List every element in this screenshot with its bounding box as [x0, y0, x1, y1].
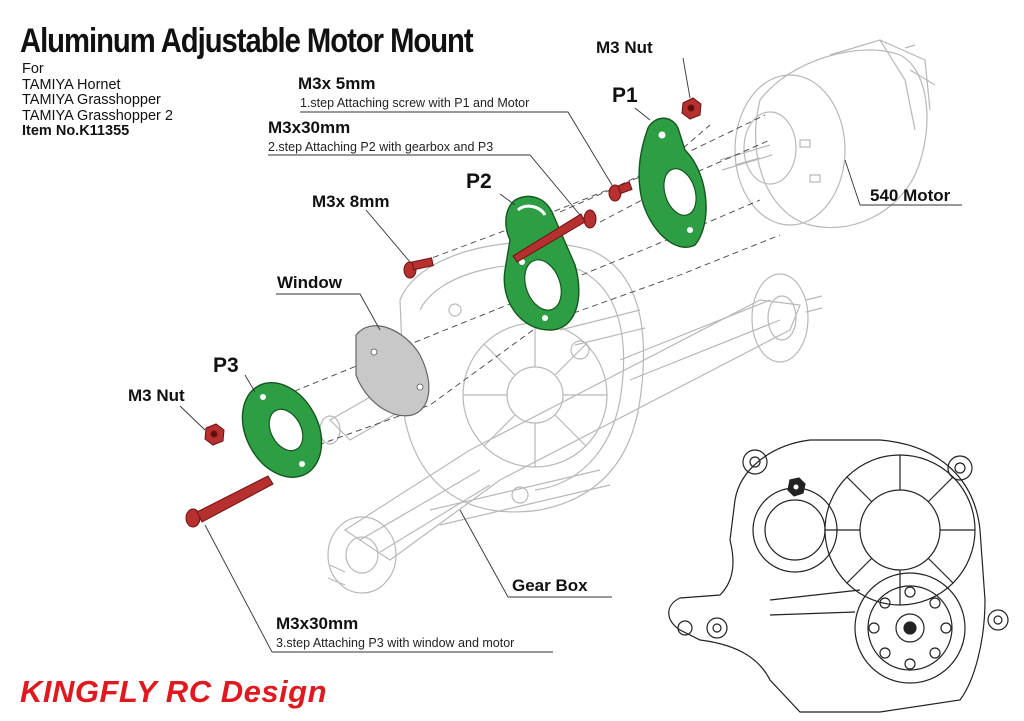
m3x8mm-screw	[403, 257, 434, 279]
m3-nut-top	[681, 97, 702, 120]
hardware-parts	[185, 97, 702, 528]
compatibility-prefix: For	[22, 61, 44, 77]
label-step-2: 2.step Attaching P2 with gearbox and P3	[268, 140, 494, 154]
item-number: Item No.K11355	[22, 123, 130, 139]
label-m3-nut-left: M3 Nut	[128, 386, 185, 405]
m3x30mm-screw-top	[512, 209, 597, 263]
page-title: Aluminum Adjustable Motor Mount	[20, 22, 474, 60]
m3-nut-left	[204, 423, 225, 446]
m3x30mm-screw-bottom	[185, 475, 274, 528]
label-m3-nut-top: M3 Nut	[596, 38, 653, 57]
label-step-1: 1.step Attaching screw with P1 and Motor	[300, 96, 530, 110]
leader-lines	[179, 57, 962, 653]
motor-540-drawing	[719, 39, 936, 229]
brand-logo-text: KINGFLY RC Design	[20, 674, 328, 709]
label-p3: P3	[213, 354, 239, 377]
top-view-inset	[668, 439, 1009, 713]
m3x5mm-screw	[608, 181, 633, 202]
label-gear-box: Gear Box	[512, 576, 588, 595]
p2-plate	[503, 195, 580, 331]
model-grasshopper: TAMIYA Grasshopper	[22, 92, 161, 108]
label-p2: P2	[466, 170, 492, 193]
model-hornet: TAMIYA Hornet	[22, 76, 121, 93]
label-m3x5mm: M3x 5mm	[298, 74, 376, 93]
label-m3x30mm-bottom: M3x30mm	[276, 614, 359, 633]
label-window: Window	[277, 273, 342, 292]
p3-plate	[241, 382, 323, 478]
compatibility-list: For TAMIYA Hornet TAMIYA Grasshopper TAM…	[22, 61, 173, 140]
label-p1: P1	[612, 84, 638, 107]
p1-plate	[638, 117, 707, 248]
label-m3x8mm: M3x 8mm	[312, 192, 390, 211]
label-m3x30mm-top: M3x30mm	[268, 118, 351, 137]
model-grasshopper-2: TAMIYA Grasshopper 2	[22, 107, 173, 124]
label-step-3: 3.step Attaching P3 with window and moto…	[276, 636, 515, 650]
window-plate	[355, 325, 430, 417]
label-540-motor: 540 Motor	[870, 186, 951, 205]
